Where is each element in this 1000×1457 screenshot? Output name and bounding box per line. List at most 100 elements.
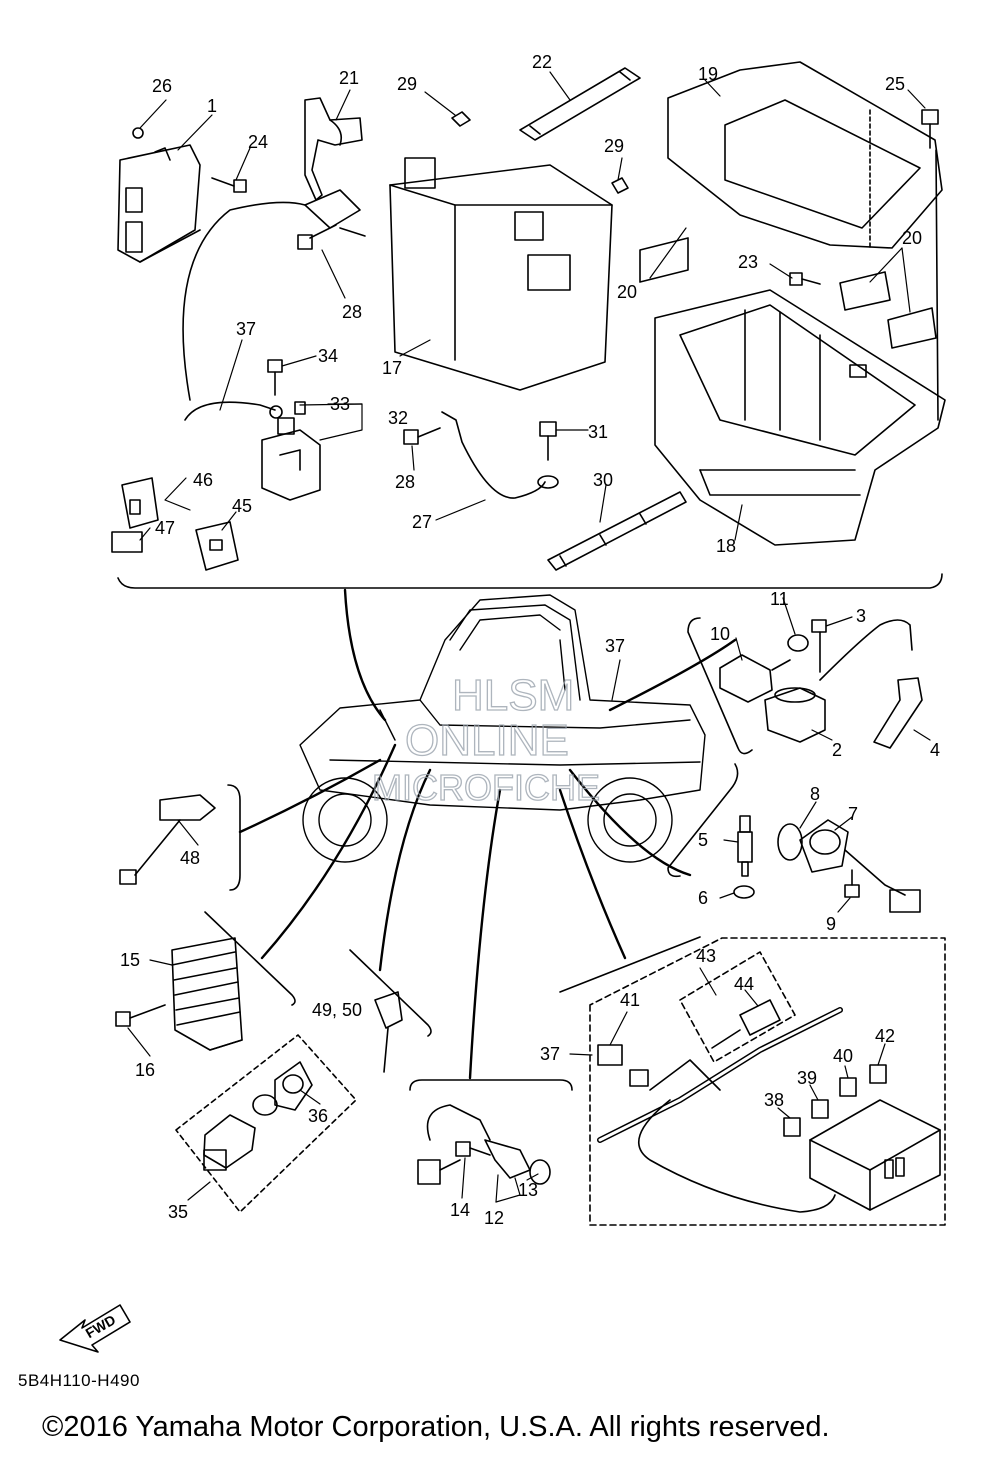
callout-9: 9: [826, 914, 836, 934]
relay-41: [597, 1044, 649, 1087]
bolt-24: [211, 177, 247, 193]
leader-lines: [238, 588, 737, 1080]
battery-box-18: [654, 289, 946, 546]
callout-43: 43: [696, 946, 716, 966]
negative-cable-27: [441, 411, 559, 499]
callout-26: 26: [152, 76, 172, 96]
callout-47: 47: [155, 518, 175, 538]
clamp-21: [304, 97, 363, 201]
plug-cap-4: [873, 677, 923, 749]
callout-45: 45: [232, 496, 252, 516]
sub-brackets: [204, 617, 753, 1091]
callout-38: 38: [764, 1090, 784, 1110]
callout-30: 30: [593, 470, 613, 490]
bolt-14: [455, 1141, 491, 1157]
callout-41: 41: [620, 990, 640, 1010]
relay-47: [111, 531, 143, 553]
callout-11: 11: [770, 589, 789, 609]
screw-26: [132, 127, 144, 139]
pad-20c: [887, 307, 937, 349]
callout-5: 5: [698, 830, 708, 850]
connector-44: [711, 999, 781, 1049]
bolt-16: [115, 1004, 166, 1027]
relay-46: [121, 477, 159, 529]
fuse-38: [783, 1117, 801, 1137]
positive-cable: [182, 189, 366, 401]
rectifier-regulator-15: [171, 937, 243, 1051]
callout-32: 32: [388, 408, 408, 428]
callout-7: 7: [848, 804, 858, 824]
starter-relay-32: [261, 401, 321, 501]
fuse-39: [811, 1099, 829, 1119]
watermark: HLSM ONLINE MICROFICHE: [371, 670, 600, 808]
battery-strap-22: [519, 67, 641, 141]
callout-22: 22: [532, 52, 552, 72]
part-group-35: [175, 1034, 357, 1213]
callout-24: 24: [248, 132, 268, 152]
bolt-28: [297, 224, 337, 250]
callout-10: 10: [710, 624, 730, 644]
ecu-unit: [117, 144, 201, 263]
bolt-9: [844, 869, 860, 898]
sensor-10: [719, 654, 791, 703]
relay-45: [195, 521, 239, 571]
fwd-arrow-icon: FWD: [59, 1304, 131, 1353]
callout-15: 15: [120, 950, 140, 970]
ignition-coil-2: [764, 619, 913, 743]
wire-harness-37: [597, 1007, 843, 1213]
callout-28-bottom: 28: [395, 472, 415, 492]
copyright-notice: ©2016 Yamaha Motor Corporation, U.S.A. A…: [42, 1411, 830, 1443]
top-bracket-line: [117, 573, 943, 589]
bolt-25: [921, 109, 939, 421]
callout-20-left: 20: [617, 282, 637, 302]
watermark-line-3: MICROFICHE: [372, 767, 600, 808]
callout-3: 3: [856, 606, 866, 626]
switch-48: [119, 794, 216, 885]
bolt-31: [539, 421, 557, 461]
callout-49-50: 49, 50: [312, 1000, 362, 1020]
nut-29b: [611, 177, 629, 194]
callout-18: 18: [716, 536, 736, 556]
callout-37-vehicle: 37: [605, 636, 625, 656]
callout-31: 31: [588, 422, 608, 442]
callout-29-right: 29: [604, 136, 624, 156]
callout-34: 34: [318, 346, 338, 366]
vehicle-outline: [299, 594, 706, 863]
wire-harness-branch: [184, 401, 276, 421]
callout-leaders: [127, 71, 931, 1203]
callout-37-top: 37: [236, 319, 256, 339]
callout-12: 12: [484, 1208, 504, 1228]
callout-numbers: 26 1 21 29 22 19 25 24 29 20 20 23 28 37…: [120, 52, 940, 1228]
cover-36: [274, 1061, 313, 1111]
battery-17: [389, 157, 613, 391]
callout-40: 40: [833, 1046, 853, 1066]
pad-20b: [839, 271, 891, 311]
harness-group-box: [589, 937, 946, 1226]
o-ring-8: [777, 823, 803, 861]
callout-42: 42: [875, 1026, 895, 1046]
callout-37-harness: 37: [540, 1044, 560, 1064]
bolt-3: [811, 619, 827, 673]
callout-23: 23: [738, 252, 758, 272]
callout-48: 48: [180, 848, 200, 868]
callout-35: 35: [168, 1202, 188, 1222]
callout-39: 39: [797, 1068, 817, 1088]
watermark-line-1: HLSM: [452, 671, 574, 720]
pad-20a: [639, 237, 689, 283]
cable-tie-30: [547, 491, 687, 571]
callout-44: 44: [734, 974, 754, 994]
callout-46: 46: [193, 470, 213, 490]
callout-25: 25: [885, 74, 905, 94]
callout-4: 4: [930, 740, 940, 760]
callout-36: 36: [308, 1106, 328, 1126]
fuse-40: [839, 1077, 857, 1097]
callout-8: 8: [810, 784, 820, 804]
fuse-box: [809, 1099, 941, 1211]
battery-box-lid-19: [667, 61, 943, 251]
spark-plug-5: [737, 815, 753, 877]
bolt-28b: [403, 427, 441, 445]
callout-19: 19: [698, 64, 718, 84]
callout-14: 14: [450, 1200, 470, 1220]
